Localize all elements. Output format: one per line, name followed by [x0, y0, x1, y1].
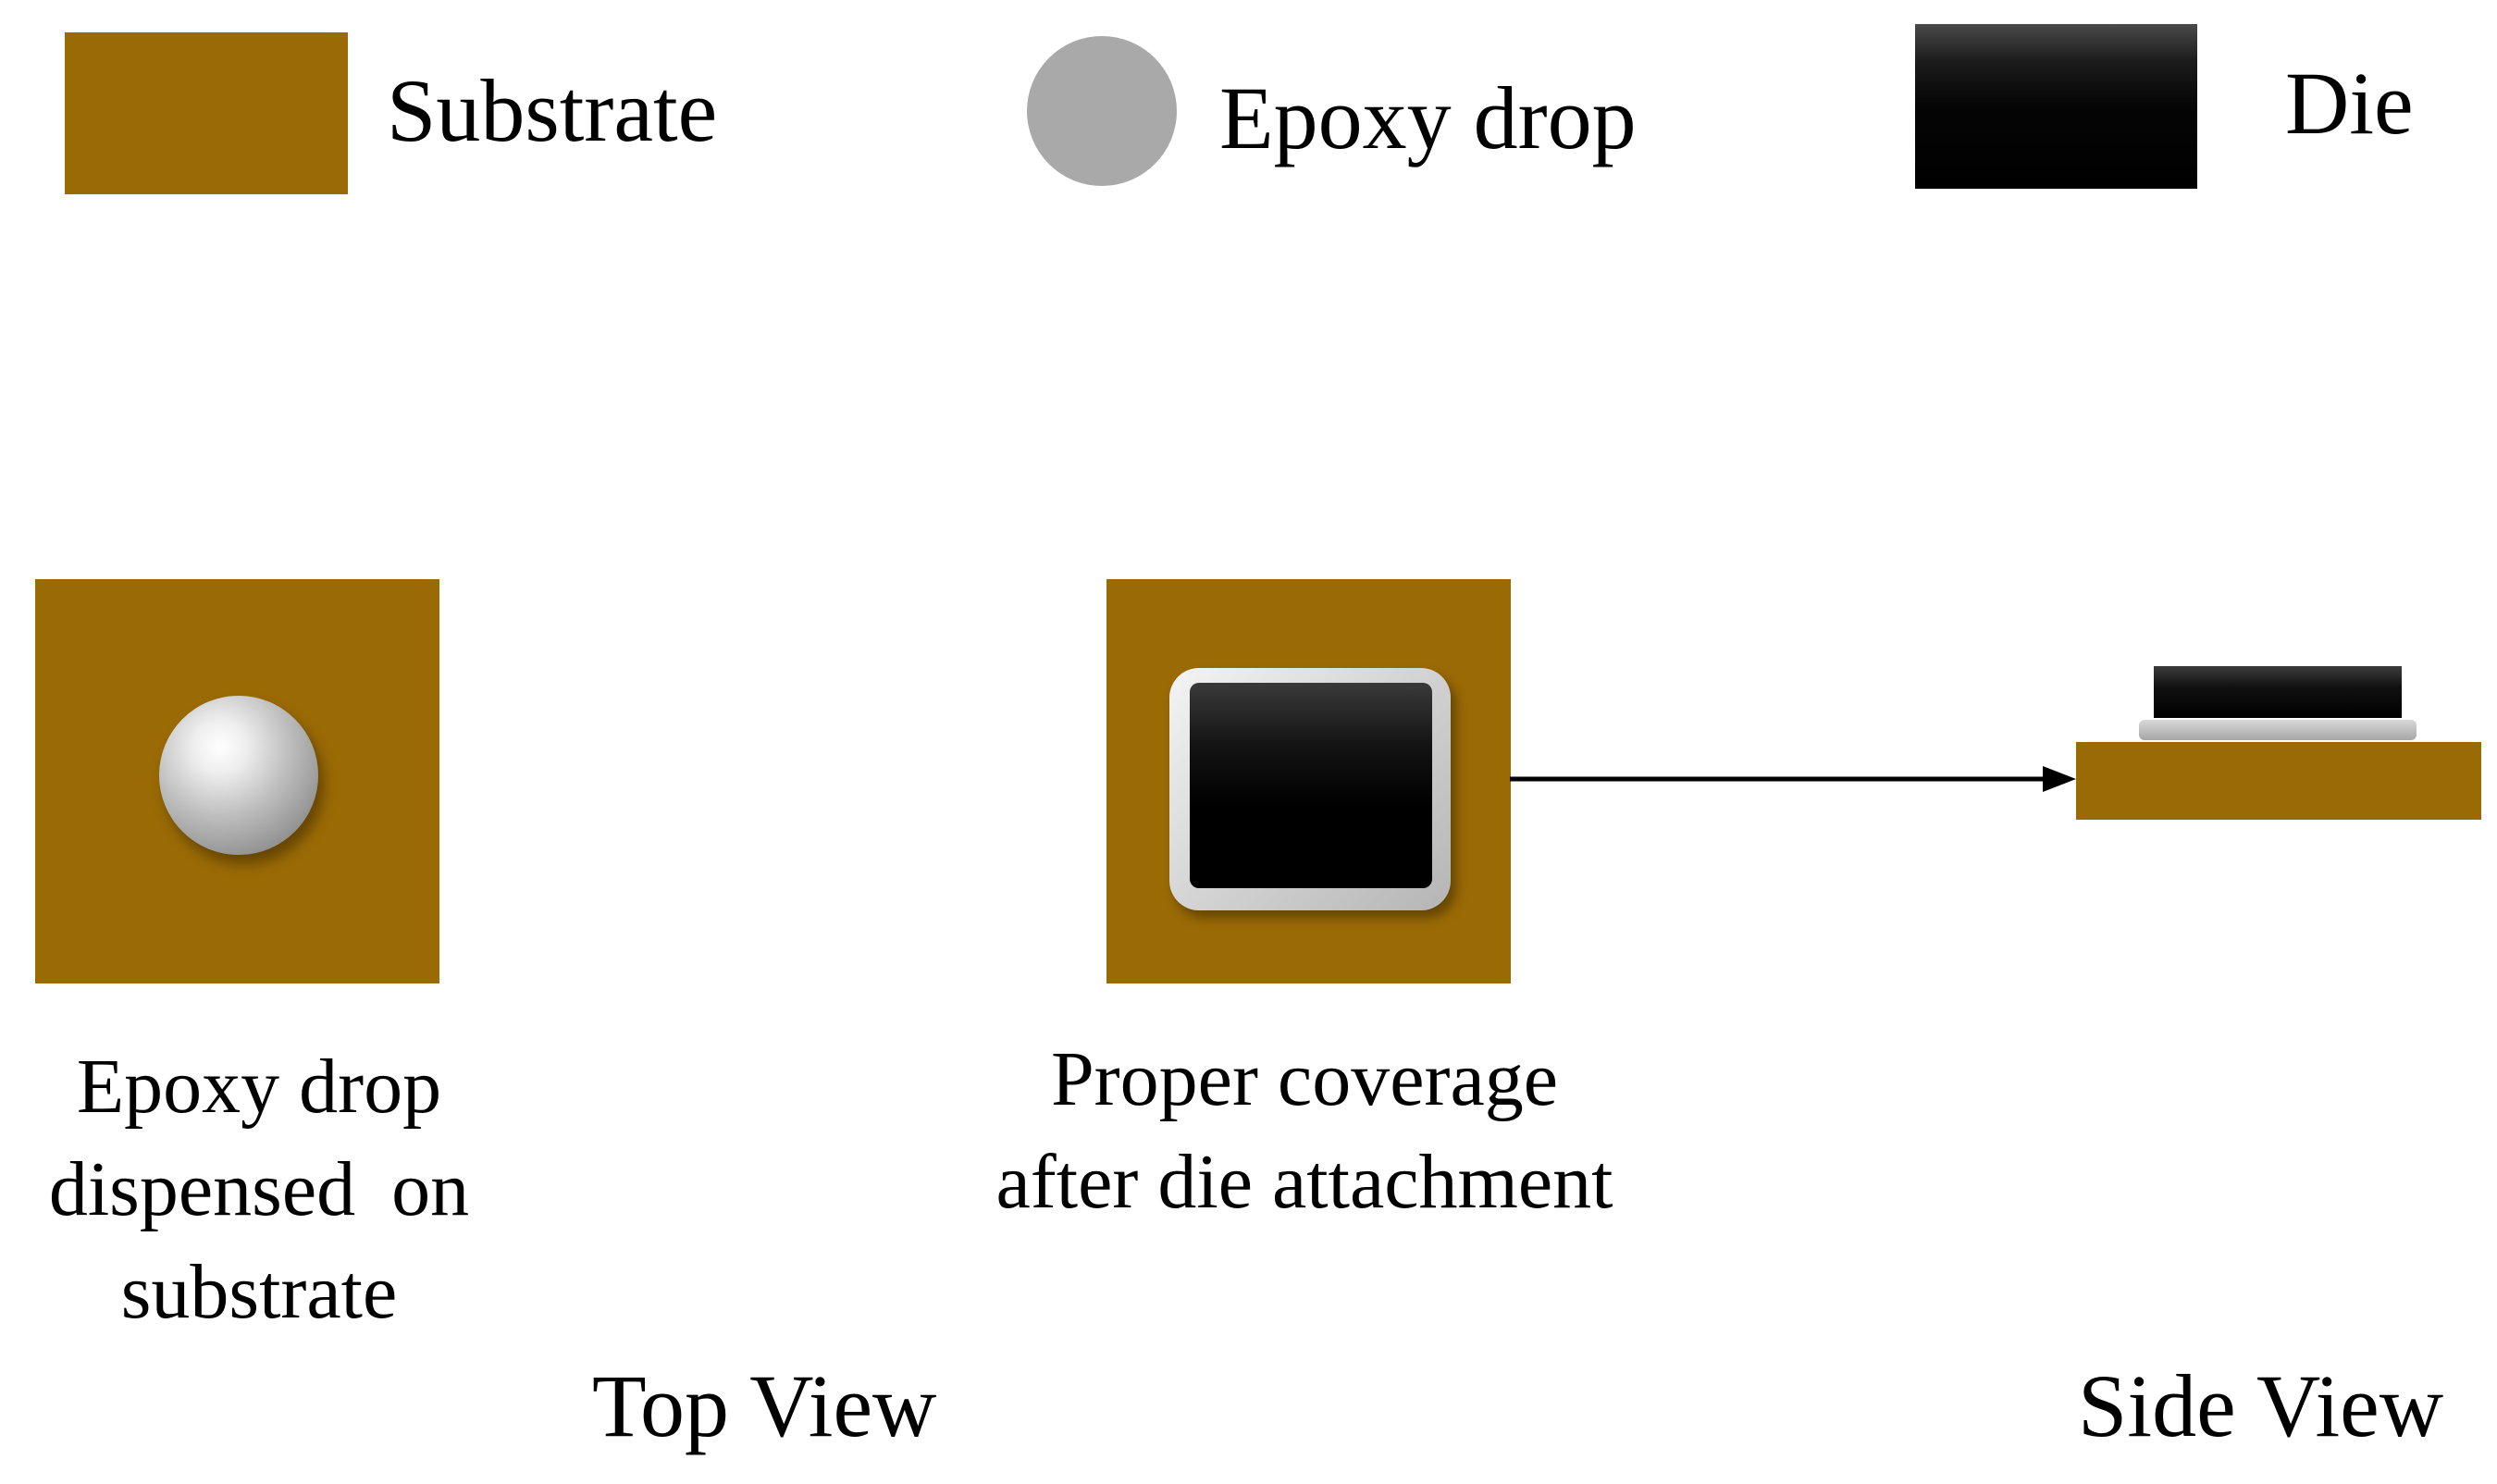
substrate-side-view — [2076, 742, 2481, 820]
arrow-to-side-view — [1510, 766, 2076, 792]
epoxy-side-view — [2139, 720, 2417, 740]
epoxy-drop — [159, 696, 318, 855]
legend-die-swatch — [1915, 24, 2197, 189]
side-view-label: Side View — [2078, 1356, 2444, 1455]
caption-line: Proper coverage — [1050, 1036, 1559, 1122]
caption-epoxy-dispensed: Epoxy drop dispensed on substrate — [0, 1036, 518, 1344]
arrow-head — [2043, 766, 2076, 792]
legend-substrate-label: Substrate — [387, 61, 718, 160]
caption-line: after die attachment — [995, 1138, 1613, 1225]
legend-epoxy-swatch — [1027, 36, 1177, 186]
top-view-label: Top View — [592, 1356, 937, 1455]
die-side-view — [2154, 666, 2402, 718]
caption-line: substrate — [120, 1248, 398, 1335]
legend-epoxy-label: Epoxy drop — [1219, 68, 1637, 167]
die-top-view — [1190, 683, 1432, 888]
caption-proper-coverage: Proper coverage after die attachment — [934, 1029, 1675, 1234]
legend-die-label: Die — [2285, 54, 2414, 153]
legend-substrate-swatch — [65, 32, 348, 194]
caption-line: dispensed on — [48, 1145, 470, 1232]
caption-line: Epoxy drop — [76, 1044, 442, 1130]
